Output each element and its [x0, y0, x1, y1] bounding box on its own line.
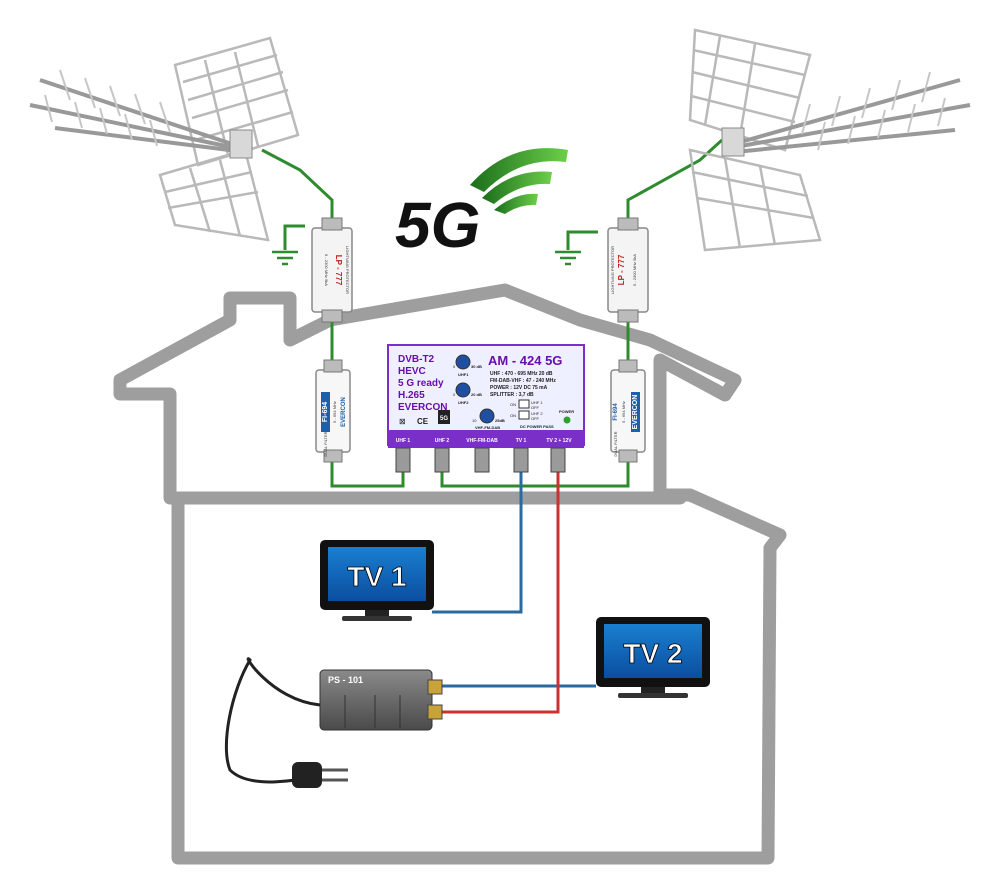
svg-text:OFF: OFF [531, 416, 540, 421]
filter-brand: EVERCON [632, 395, 639, 430]
protector-range: 5 - 2300 MHz 5kA [632, 254, 637, 286]
tv2-icon: TV 2 [596, 617, 710, 698]
filter-brand: EVERCON [341, 397, 347, 427]
protector-subtitle: LIGHTNING PROTECTOR [345, 246, 350, 294]
antenna-left-icon [29, 36, 300, 242]
port-label-uhf1: UHF 1 [396, 438, 411, 444]
lightning-protector-left: LP - 777 LIGHTNING PROTECTOR 5 - 2300 MH… [311, 217, 353, 323]
svg-text:OFF: OFF [531, 405, 540, 410]
protector-subtitle: LIGHTNING PROTECTOR [610, 246, 615, 294]
svg-text:UHF1: UHF1 [458, 372, 469, 377]
vhf-gain-knob[interactable]: 10 25dB VHF-FM-DAB [472, 408, 505, 430]
spec-uhf: UHF : 470 - 695 MHz 20 dB [490, 371, 553, 377]
amplifier-am-424: DVB-T2 HEVC 5 G ready H.265 EVERCON AM -… [387, 344, 585, 473]
svg-text:20 dB: 20 dB [471, 392, 482, 397]
protector-range: 5 - 2300 MHz 5kA [324, 254, 329, 286]
filter-subtitle: DUAL FILTER [323, 431, 328, 456]
blue-cable [432, 470, 596, 688]
feature-2: HEVC [398, 366, 426, 377]
svg-text:10: 10 [472, 418, 477, 423]
port-label-vhf: VHF-FM-DAB [466, 438, 498, 444]
green-cables [261, 138, 724, 488]
tv2-label: TV 2 [623, 638, 682, 669]
f-connector-tv2 [550, 447, 566, 473]
protector-brand: LP - 777 [334, 255, 343, 286]
ps-connector-out [427, 704, 443, 720]
dc-power-pass-label: DC POWER PASS [520, 424, 554, 429]
weee-icon: ⊠ [399, 417, 406, 426]
spec-vhf: FM-DAB-VHF : 47 - 240 MHz [490, 378, 556, 384]
svg-text:5G: 5G [440, 416, 448, 422]
port-label-tv1: TV 1 [516, 438, 527, 444]
uhf1-switch[interactable]: ON UHF 1 OFF [510, 399, 543, 410]
feature-5: EVERCON [398, 402, 447, 413]
f-connector-vhf [474, 447, 490, 473]
power-supply-label: PS - 101 [328, 675, 363, 685]
power-led-label: POWER [559, 409, 574, 414]
svg-text:0: 0 [453, 392, 456, 397]
red-cable [440, 470, 560, 714]
5g-logo-text: 5G [395, 189, 480, 261]
port-label-uhf2: UHF 2 [435, 438, 450, 444]
ground-icon [555, 250, 581, 266]
ps-connector-in [427, 679, 443, 695]
5g-badge [438, 410, 450, 424]
svg-text:UHF 2: UHF 2 [531, 411, 543, 416]
tv1-icon: TV 1 [320, 540, 434, 621]
power-supply-ps101: PS - 101 [224, 657, 443, 788]
protector-brand: LP - 777 [617, 254, 626, 285]
power-cord [224, 657, 321, 784]
antenna-right-icon [688, 28, 971, 252]
feature-1: DVB-T2 [398, 354, 435, 365]
svg-text:30 dB: 30 dB [471, 364, 482, 369]
f-connector-uhf2 [434, 447, 450, 473]
dual-filter-right: EVERCON FI-694 5 - 694 MHz DUAL FILTER [610, 359, 646, 463]
filter-subtitle: DUAL FILTER [613, 431, 618, 456]
feature-4: H.265 [398, 390, 425, 401]
svg-text:UHF2: UHF2 [458, 400, 469, 405]
uhf2-switch[interactable]: ON UHF 2 OFF [510, 410, 543, 421]
tv1-label: TV 1 [347, 561, 406, 592]
spec-splitter: SPLITTER : 3,7 dB [490, 392, 534, 398]
5g-logo-icon: 5G [395, 148, 568, 261]
power-plug-icon [292, 762, 348, 788]
svg-text:UHF 1: UHF 1 [531, 400, 543, 405]
svg-text:ON: ON [510, 402, 516, 407]
amplifier-model: AM - 424 5G [488, 353, 562, 368]
house-outline [113, 283, 787, 865]
filter-model: FI-694 [613, 403, 619, 421]
ce-mark-icon: CE [417, 417, 429, 426]
filter-range: 5 - 694 MHz [332, 401, 337, 423]
f-connector-uhf1 [395, 447, 411, 473]
svg-text:VHF-FM-DAB: VHF-FM-DAB [475, 425, 500, 430]
ground-icon [272, 250, 298, 266]
lightning-protector-right: LP - 777 LIGHTNING PROTECTOR 5 - 2300 MH… [607, 217, 649, 323]
f-connector-tv1 [513, 447, 529, 473]
svg-text:0: 0 [453, 364, 456, 369]
filter-range: 5 - 694 MHz [621, 401, 626, 423]
svg-text:25dB: 25dB [495, 418, 505, 423]
spec-power: POWER : 12V DC 75 mA [490, 385, 548, 391]
dual-filter-left: FI-694 EVERCON 5 - 694 MHz DUAL FILTER [315, 359, 351, 463]
power-led-icon [563, 416, 571, 424]
uhf1-gain-knob[interactable]: 0 30 dB UHF1 [453, 354, 482, 377]
port-label-tv2: TV 2 + 12V [546, 438, 572, 444]
svg-text:ON: ON [510, 413, 516, 418]
feature-3: 5 G ready [398, 378, 444, 389]
uhf2-gain-knob[interactable]: 0 20 dB UHF2 [453, 382, 482, 405]
filter-model: FI-694 [322, 402, 329, 422]
